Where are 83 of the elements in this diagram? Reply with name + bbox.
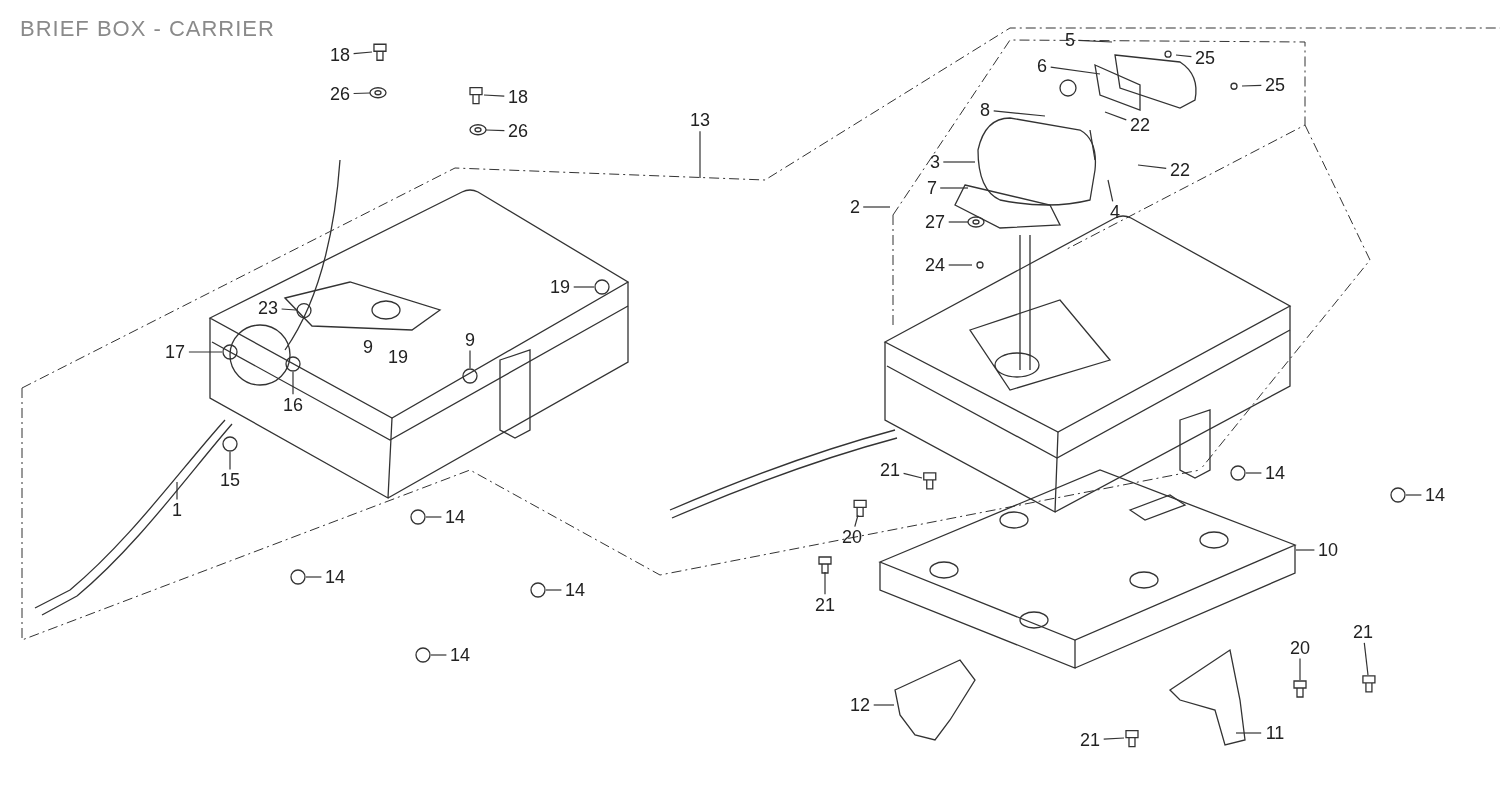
callout-number: 14: [322, 567, 348, 587]
callout-number: 10: [1315, 540, 1341, 560]
leader-line: [188, 351, 223, 353]
leader-line: [1077, 39, 1113, 43]
diagram-title: BRIEF BOX - CARRIER: [20, 16, 275, 42]
callout-number: 22: [1167, 160, 1193, 180]
leader-line: [948, 264, 973, 266]
leader-line: [229, 451, 231, 470]
callout-number: 9: [362, 337, 374, 357]
leader-line: [1175, 54, 1192, 58]
leader-line: [1050, 66, 1101, 75]
callout-number: 5: [1062, 30, 1078, 50]
callout-number: 12: [847, 695, 873, 715]
leader-line: [939, 187, 969, 189]
leader-line: [1104, 111, 1127, 121]
leader-line: [292, 371, 294, 395]
callout-number: 25: [1262, 75, 1288, 95]
callout-number: 24: [922, 255, 948, 275]
callout-number: 21: [1350, 622, 1376, 642]
leader-line: [573, 286, 595, 288]
leader-line: [1235, 732, 1262, 734]
leader-line: [1241, 84, 1262, 87]
callout-number: 14: [1262, 463, 1288, 483]
callout-number: 18: [327, 45, 353, 65]
leader-line: [425, 516, 442, 518]
callout-number: 23: [255, 298, 281, 318]
callout-number: 19: [547, 277, 573, 297]
callout-number: 9: [462, 330, 478, 350]
callout-number: 17: [162, 342, 188, 362]
leader-line: [993, 110, 1046, 117]
callout-number: 27: [922, 212, 948, 232]
leader-line: [485, 129, 505, 132]
leader-line: [1299, 658, 1301, 681]
leader-line: [824, 571, 826, 595]
callout-number: 3: [927, 152, 943, 172]
leader-line: [1363, 642, 1369, 676]
callout-number: 13: [687, 110, 713, 130]
callout-number: 20: [1287, 638, 1313, 658]
leader-line: [430, 654, 447, 656]
leader-line: [1107, 179, 1114, 202]
callout-number: 14: [442, 507, 468, 527]
callout-number: 14: [447, 645, 473, 665]
callout-number: 18: [505, 87, 531, 107]
callout-number: 19: [387, 347, 409, 367]
callout-number: 4: [1107, 202, 1123, 222]
leader-line: [1103, 737, 1125, 740]
leader-line: [903, 472, 923, 479]
leader-line: [545, 589, 562, 591]
callout-number: 21: [812, 595, 838, 615]
callout-number: 8: [977, 100, 993, 120]
callout-number: 26: [505, 121, 531, 141]
leader-line: [862, 206, 891, 208]
leader-line: [942, 161, 976, 163]
callout-number: 2: [847, 197, 863, 217]
callout-number: 26: [327, 84, 353, 104]
callout-number: 14: [1422, 485, 1448, 505]
callout-number: 21: [877, 460, 903, 480]
leader-line: [305, 576, 322, 578]
callout-number: 14: [562, 580, 588, 600]
callout-number: 7: [924, 178, 940, 198]
leader-line: [469, 350, 471, 369]
leader-line: [873, 704, 895, 706]
callout-number: 25: [1192, 48, 1218, 68]
leader-line: [1405, 494, 1422, 496]
leader-line: [353, 92, 371, 95]
leader-line: [483, 94, 505, 97]
leader-line: [854, 514, 859, 528]
callout-number: 22: [1127, 115, 1153, 135]
leader-line: [353, 51, 373, 55]
leader-line: [281, 308, 297, 311]
callout-number: 21: [1077, 730, 1103, 750]
callout-number: 16: [280, 395, 306, 415]
callout-number: 15: [217, 470, 243, 490]
callout-number: 6: [1034, 56, 1050, 76]
leader-line: [699, 130, 701, 179]
callout-number: 1: [169, 500, 185, 520]
leader-line: [1295, 549, 1315, 551]
leader-line: [948, 221, 969, 223]
leader-line: [1137, 164, 1167, 169]
callout-number: 11: [1262, 723, 1288, 743]
callout-number: 20: [839, 527, 865, 547]
leader-line: [176, 481, 178, 500]
leader-line: [1245, 472, 1262, 474]
